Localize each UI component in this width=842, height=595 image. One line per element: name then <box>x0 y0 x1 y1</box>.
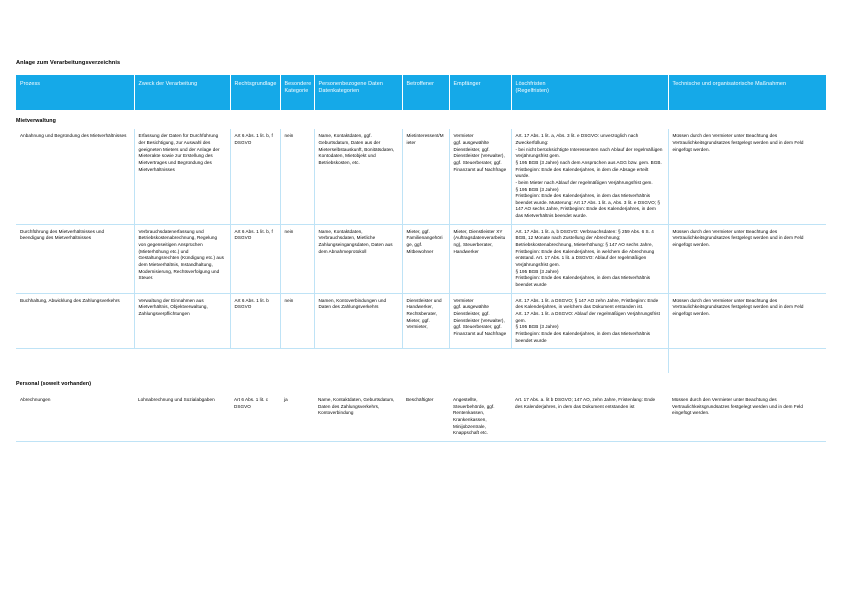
cell-rechtsgrundlage: Art 6 Abs. 1 lit. b, f DSGVO <box>230 129 281 225</box>
column-header-rechtsgrundlage: Rechtsgrundlage <box>230 75 281 110</box>
spacer-cell <box>314 349 402 374</box>
cell-massnahmen: Müssen durch den Vermieter unter Beachtu… <box>668 224 826 294</box>
table-row: Anbahnung und Begründung des Mietverhält… <box>16 129 826 225</box>
cell-besondere-kategorie: ja <box>280 392 314 442</box>
table-header: Prozess Zweck der Verarbeitung Rechtsgru… <box>16 75 826 110</box>
spacer-cell <box>511 348 669 374</box>
column-header-datenkategorien: Personenbezogene Daten Datenkategorien <box>314 75 403 110</box>
cell-loeschfristen: Art. 17 Abs. 1 lit. a DSGVO; § 147 AO ze… <box>511 293 669 350</box>
cell-betroffener: Dienstleister und Handwerker, Rechtsbera… <box>402 293 450 350</box>
section-label-personal: Personal (soweit vorhanden) <box>16 381 92 388</box>
cell-besondere-kategorie: nein <box>280 224 315 294</box>
cell-empfaenger: Angestellte, Steuerbehörde, ggf. Rentenk… <box>449 392 511 442</box>
cell-rechtsgrundlage: Art 6 Abs. 1 lit. b DSGVO <box>230 293 281 350</box>
spacer-cell <box>280 349 314 374</box>
cell-prozess: Anbahnung und Begründung des Mietverhält… <box>16 129 135 225</box>
column-header-loeschfristen: Löschfristen (Regelfristen) <box>511 75 669 110</box>
cell-massnahmen: Müssen durch den Vermieter unter Beachtu… <box>668 129 826 225</box>
table-row: Abrechnungen Lohnabrechnung und Sozialab… <box>16 392 826 442</box>
spacer-cell <box>134 349 230 374</box>
spacer-cell <box>230 349 280 374</box>
cell-empfaenger: Vermieter ggf. ausgewählte Dienstleister… <box>449 293 512 350</box>
cell-zweck: Verbrauchsdatenerfassung und Betriebskos… <box>134 224 231 294</box>
table-row: Buchhaltung, Abwicklung des Zahlungsverk… <box>16 293 826 350</box>
cell-betroffener: Mieter, ggf. Familienangehörige, ggf. Mi… <box>402 224 450 294</box>
cell-datenkategorien: Name, Kontaktdaten, ggf. Geburtsdatum, D… <box>314 129 403 225</box>
cell-zweck: Erfassung der Daten für Durchführung der… <box>134 129 231 225</box>
column-header-prozess: Prozess <box>16 75 135 110</box>
column-header-empfaenger: Empfänger <box>449 75 512 110</box>
cell-zweck: Lohnabrechnung und Sozialabgaben <box>134 392 230 442</box>
table-row: Durchführung des Mietverhältnisses und b… <box>16 224 826 294</box>
cell-betroffener: Mietinteressent/Mieter <box>402 129 450 225</box>
section-spacer <box>16 348 826 374</box>
cell-loeschfristen: Art. 17 Abs. a. lit b DSGVO; 147 AO, zeh… <box>511 392 668 442</box>
cell-prozess: Buchhaltung, Abwicklung des Zahlungsverk… <box>16 293 135 350</box>
spacer-cell <box>16 349 134 374</box>
cell-prozess: Abrechnungen <box>16 392 134 442</box>
table-header-row: Prozess Zweck der Verarbeitung Rechtsgru… <box>16 75 826 110</box>
cell-massnahmen: Müssen durch den Vermieter unter Beachtu… <box>668 392 826 442</box>
cell-empfaenger: Vermieter ggf. ausgewählte Dienstleister… <box>449 129 512 225</box>
cell-datenkategorien: Namen, Kontoverbindungen und Daten des Z… <box>314 293 403 350</box>
cell-loeschfristen: Art. 17 Abs. 1 lit. a, b DSGVO: Verbrauc… <box>511 224 669 294</box>
cell-zweck: Verwaltung der Einnahmen aus Mietverhält… <box>134 293 231 350</box>
cell-datenkategorien: Name, Kontaktdaten, Verbrauchsdaten, Mie… <box>314 224 403 294</box>
section-header-row: Personal (soweit vorhanden) <box>16 373 826 393</box>
spacer-cell <box>668 349 826 374</box>
section-header-row: Mietverwaltung <box>16 110 826 130</box>
cell-datenkategorien: Name, Kontaktdaten, Geburtsdatum, Daten … <box>314 392 402 442</box>
cell-empfaenger: Mieter, Dienstleister XY (Auftragsdatenv… <box>449 224 512 294</box>
cell-besondere-kategorie: nein <box>280 129 315 225</box>
column-header-massnahmen: Technische und organisatorische Maßnahme… <box>668 75 826 110</box>
cell-rechtsgrundlage: Art 6 Abs. 1 lit. b, f DSGVO <box>230 224 281 294</box>
page-title: Anlage zum Verarbeitungsverzeichnis <box>16 60 121 66</box>
table-body: Mietverwaltung Anbahnung und Begründung … <box>16 110 826 442</box>
cell-besondere-kategorie: nein <box>280 293 315 350</box>
spacer-cell <box>402 349 449 374</box>
cell-betroffener: Beschäftigter <box>402 392 449 442</box>
cell-rechtsgrundlage: Art 6 Abs. 1 lit. c DSGVO <box>230 392 280 442</box>
processing-register-table: Prozess Zweck der Verarbeitung Rechtsgru… <box>16 75 826 442</box>
column-header-zweck: Zweck der Verarbeitung <box>134 75 231 110</box>
cell-prozess: Durchführung des Mietverhältnisses und b… <box>16 224 135 294</box>
section-label-mietverwaltung: Mietverwaltung <box>16 117 56 124</box>
column-header-besondere-kategorie: Besondere Kategorie <box>280 75 315 110</box>
cell-loeschfristen: Art. 17 Abs. 1 lit. a, Abs. 3 lit. e DSG… <box>511 129 669 225</box>
spacer-cell <box>449 349 511 374</box>
cell-massnahmen: Müssen durch den Vermieter unter Beachtu… <box>668 293 826 350</box>
column-header-betroffener: Betroffener <box>402 75 450 110</box>
